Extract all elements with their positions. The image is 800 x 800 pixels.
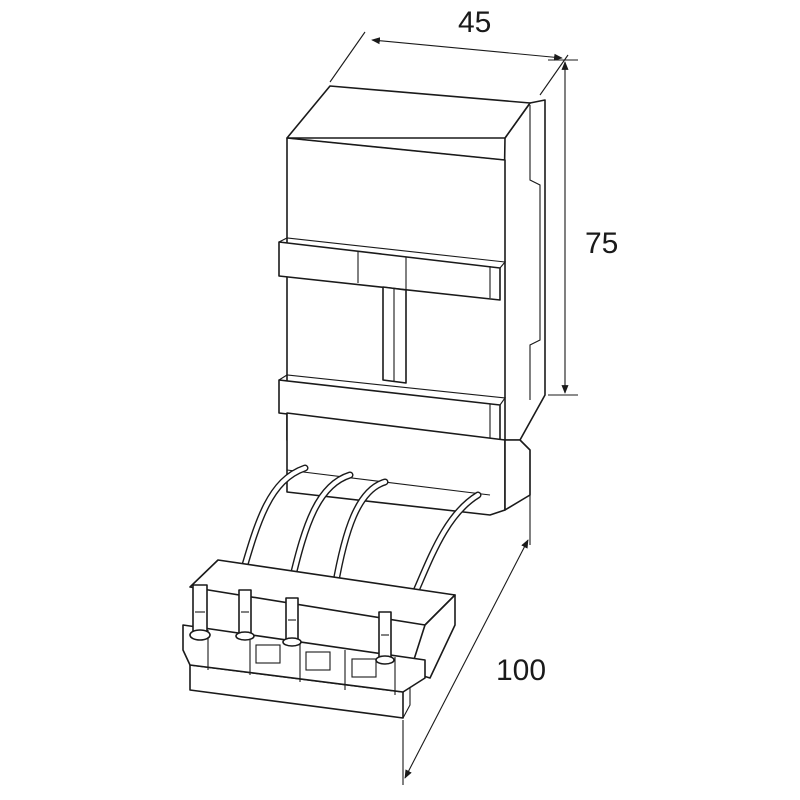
- depth-dimension: 100: [402, 450, 546, 785]
- lower-body: [286, 412, 531, 516]
- terminal-block: [182, 559, 456, 719]
- center-slot: [382, 286, 407, 384]
- wire-ferrules: [189, 584, 395, 665]
- height-label: 75: [585, 227, 618, 260]
- ferrule-1: [189, 584, 211, 641]
- depth-label: 100: [496, 654, 546, 687]
- width-label: 45: [458, 6, 491, 39]
- height-dimension: 75: [548, 59, 618, 396]
- upper-clip-band: [278, 237, 507, 301]
- ferrule-3: [282, 597, 302, 647]
- ferrule-2: [235, 589, 255, 641]
- ferrule-4: [375, 611, 395, 665]
- width-dimension: 45: [329, 6, 569, 96]
